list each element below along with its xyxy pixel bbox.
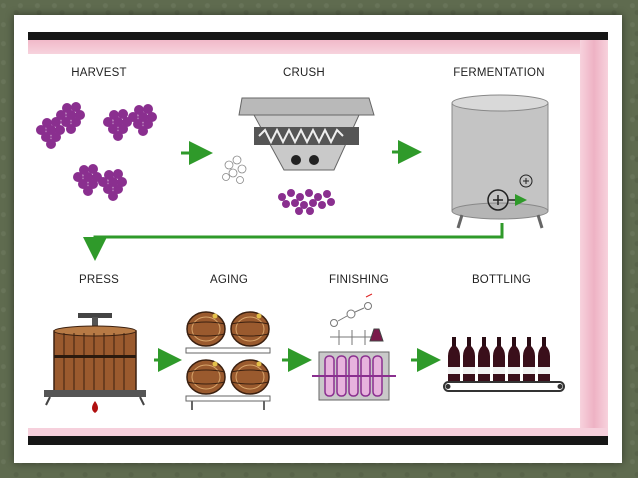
step-label-aging: AGING <box>209 274 249 286</box>
bottom-pink-band <box>28 428 608 436</box>
bottom-black-bar <box>28 436 608 445</box>
step-label-press: PRESS <box>79 274 119 286</box>
top-black-bar <box>28 32 608 40</box>
finishing-icon <box>312 293 396 401</box>
process-diagram <box>36 94 565 413</box>
slide: HARVEST CRUSH FERMENTATION PRESS AGING F… <box>14 15 622 463</box>
wine-press-icon <box>44 313 146 413</box>
right-pink-band <box>580 40 608 436</box>
step-label-finishing: FINISHING <box>329 274 389 286</box>
bottling-line-icon <box>443 337 565 392</box>
crusher-icon <box>222 97 375 215</box>
step-label-crush: CRUSH <box>283 67 325 79</box>
aging-barrels-icon <box>185 311 271 410</box>
fermentation-tank-icon <box>451 94 549 229</box>
top-pink-band <box>28 40 608 54</box>
grape-icon <box>36 102 157 201</box>
step-label-bottling: BOTTLING <box>471 274 532 286</box>
arrow-fermentation-to-press <box>83 223 504 261</box>
step-label-harvest: HARVEST <box>71 67 127 79</box>
step-label-fermentation: FERMENTATION <box>453 67 545 79</box>
